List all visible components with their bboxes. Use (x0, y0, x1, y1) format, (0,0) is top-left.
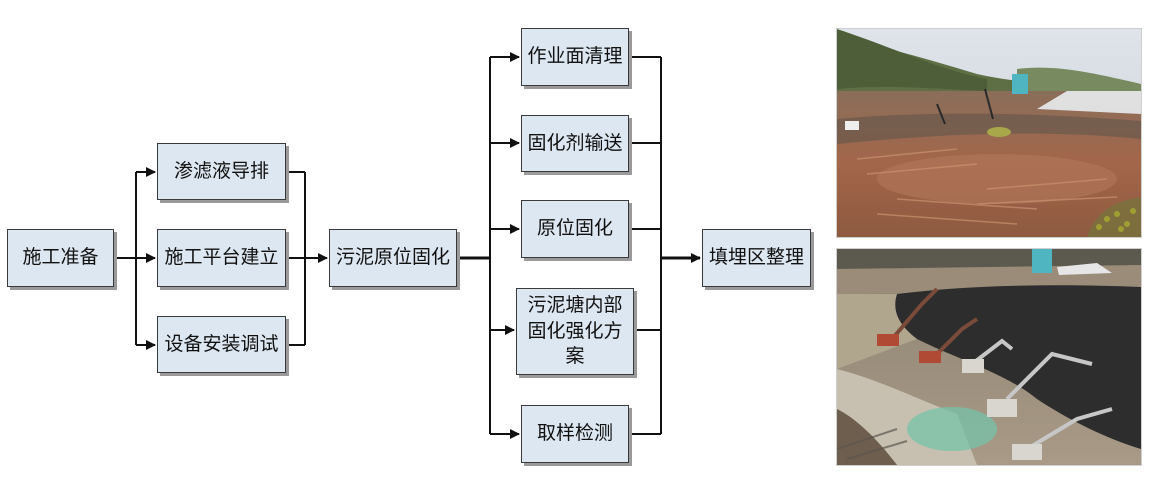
main-step-node: 固化剂输送 (521, 115, 629, 172)
main-step-node: 作业面清理 (521, 28, 629, 86)
main-step-node: 原位固化 (521, 200, 629, 258)
main-step-label: 作业面清理 (527, 45, 623, 68)
main-step-label: 原位固化 (536, 217, 613, 240)
prep-step-node: 设备安装调试 (157, 316, 286, 373)
prep-step-node: 渗滤液导排 (157, 143, 286, 200)
main-step-node: 污泥塘内部固化强化方案 (516, 288, 634, 375)
site-photo-graded-pond-icon (836, 28, 1142, 238)
prep-step-node: 施工平台建立 (157, 229, 286, 287)
end-label: 填埋区整理 (708, 246, 804, 269)
flow-connectors (114, 52, 701, 439)
core-node: 污泥原位固化 (329, 229, 457, 287)
main-step-label: 固化剂输送 (527, 131, 623, 154)
main-step-node: 取样检测 (521, 405, 629, 463)
prep-step-label: 施工平台建立 (164, 246, 279, 269)
prep-step-label: 渗滤液导排 (173, 159, 269, 182)
site-photo-excavators-icon (836, 248, 1142, 466)
core-label: 污泥原位固化 (335, 246, 450, 269)
end-node: 填埋区整理 (702, 229, 811, 287)
start-label: 施工准备 (22, 246, 99, 269)
start-node: 施工准备 (7, 229, 114, 287)
prep-step-label: 设备安装调试 (164, 332, 279, 355)
main-step-label: 污泥塘内部固化强化方案 (527, 294, 623, 368)
main-step-label: 取样检测 (536, 422, 613, 445)
